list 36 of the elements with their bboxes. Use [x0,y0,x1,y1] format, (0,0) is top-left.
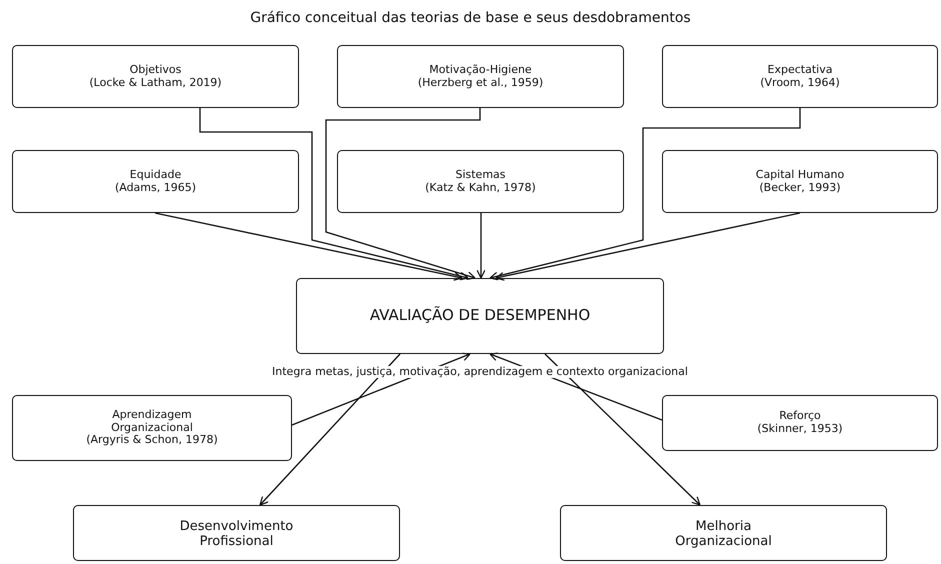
arrow [544,354,701,506]
concept-box [12,45,299,108]
box-heading: Motivação-Higiene [429,64,532,76]
box-heading: Capital Humano [756,168,844,182]
concept-box [337,45,624,108]
box-heading: Sistemas [455,168,506,182]
concept-box [73,505,400,561]
concept-box [12,150,299,213]
box-heading: Expectativa [768,64,832,76]
citation-text: (Locke & Latham, 2019) [89,76,222,90]
concept-box [662,150,938,213]
box-heading: Equidade [130,168,182,182]
arrow [199,108,469,281]
citation-text: (Argyris & Schon, 1978) [86,434,218,447]
concept-box [560,505,887,561]
citation-text: (Adams, 1965) [114,182,196,194]
concept-box [296,278,664,354]
arrow [325,108,481,280]
citation-text: (Skinner, 1953) [757,423,843,436]
arrow [259,354,400,506]
citation-text: (Vroom, 1964) [760,76,840,90]
box-heading: AVALIAÇÃO DE DESEMPENHO [370,307,590,325]
concept-box [662,395,938,451]
diagram-title: Gráfico conceitual das teorias de base e seus desdobramentos [250,10,691,26]
citation-text: (Herzberg et al., 1959) [418,76,544,90]
box-heading: Reforço [779,410,821,423]
box-heading: Objetivos [130,64,182,76]
arrow [476,213,486,279]
concept-box [662,45,938,108]
citation-text: (Katz & Kahn, 1978) [425,182,536,194]
arrow [489,108,801,281]
citation-text: (Becker, 1993) [759,182,841,194]
concept-box [337,150,624,213]
arrow [154,212,463,281]
arrow [495,212,800,281]
concept-box [12,395,292,461]
